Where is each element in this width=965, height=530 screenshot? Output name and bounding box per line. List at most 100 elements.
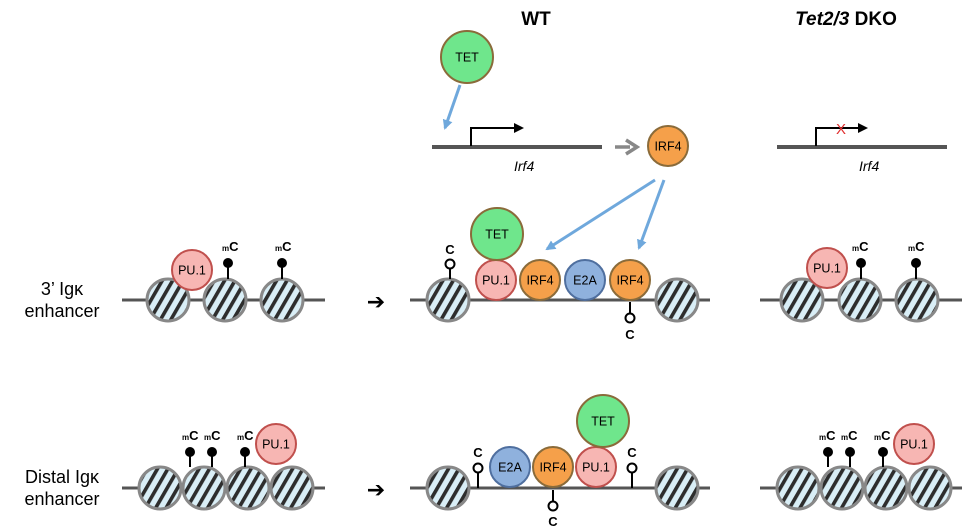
row2-wt-tet-protein: TET	[576, 394, 630, 448]
mc-sup: m	[852, 244, 859, 253]
svg-text:mC: mC	[908, 239, 925, 254]
mc-base: C	[282, 239, 292, 254]
header-dko: Tet2/3 DKO	[795, 9, 897, 30]
wt-irf4-free-protein: IRF4	[647, 125, 689, 167]
mc-base: C	[229, 239, 239, 254]
mc-sup: m	[275, 244, 282, 253]
row2-left-pu1-label: PU.1	[262, 438, 290, 452]
wt-irf4-gene-label: Irf4	[514, 158, 534, 174]
nucleosome	[907, 465, 953, 511]
row1-wt-irf4-protein-1: IRF4	[519, 259, 561, 301]
mc-sup: m	[204, 433, 211, 442]
irf4-to-enhancer-arrow-2	[637, 179, 666, 250]
c-label: C	[625, 327, 635, 342]
svg-text:mC: mC	[182, 428, 199, 443]
row1-left-pu1-label: PU.1	[178, 264, 206, 278]
mc-base: C	[211, 428, 221, 443]
mc-base: C	[881, 428, 891, 443]
row1-dko-pu1-protein: PU.1	[806, 247, 848, 289]
nucleosome	[779, 277, 825, 323]
mc-base: C	[859, 239, 869, 254]
row2-dko-pu1-protein: PU.1	[893, 423, 935, 465]
svg-text:mC: mC	[852, 239, 869, 254]
nucleosome	[425, 465, 471, 511]
row1-transition-arrow: ➔	[367, 290, 385, 315]
wt-tet-gene-protein: TET	[440, 30, 494, 84]
wt-irf4-free-label: IRF4	[654, 140, 681, 154]
row-label-3igk-line2: enhancer	[24, 301, 99, 321]
nucleosome	[137, 465, 183, 511]
methyl-lollipop: mC	[237, 428, 254, 467]
methyl-lollipop: mC	[204, 428, 221, 467]
dko-blocked-x: X	[836, 121, 846, 138]
row-label-distal-line1: Distal Igκ	[25, 467, 100, 487]
mc-sup: m	[908, 244, 915, 253]
row2-left-pu1-protein: PU.1	[255, 423, 297, 465]
mc-sup: m	[874, 433, 881, 442]
mc-sup: m	[182, 433, 189, 442]
nucleosome	[819, 465, 865, 511]
methyl-lollipop: mC	[852, 239, 869, 279]
c-label: C	[627, 445, 637, 460]
nucleosome	[202, 277, 248, 323]
row2-wt-irf4-label: IRF4	[539, 461, 566, 475]
mc-sup: m	[222, 244, 229, 253]
unmethyl-lollipop: C	[472, 445, 484, 488]
unmethyl-lollipop: C	[624, 302, 636, 342]
row1-wt-tet-protein: TET	[470, 207, 524, 261]
row2-transition-arrow: ➔	[367, 478, 385, 503]
c-label: C	[473, 445, 483, 460]
nucleosome	[654, 465, 700, 511]
methyl-lollipop: mC	[222, 239, 239, 279]
mc-base: C	[826, 428, 836, 443]
row1-dko-pu1-label: PU.1	[813, 262, 841, 276]
row1-wt-tet-label: TET	[485, 228, 509, 242]
nucleosome	[863, 465, 909, 511]
svg-text:mC: mC	[819, 428, 836, 443]
dko-irf4-gene-label: Irf4	[859, 158, 879, 174]
nucleosome	[894, 277, 940, 323]
mc-base: C	[848, 428, 858, 443]
nucleosome	[145, 277, 191, 323]
unmethyl-lollipop: C	[626, 445, 638, 488]
methyl-lollipop: mC	[874, 428, 891, 467]
header-dko-genotype: Tet2/3	[795, 9, 850, 30]
row1-wt-irf4-protein-2: IRF4	[609, 259, 651, 301]
row1-dko-enhancer: PU.1 mC mC	[760, 239, 962, 323]
mc-sup: m	[819, 433, 826, 442]
methyl-lollipop: mC	[819, 428, 836, 467]
methyl-lollipop: mC	[908, 239, 925, 279]
unmethyl-lollipop: C	[444, 242, 456, 279]
nucleosome	[654, 277, 700, 323]
row2-wt-irf4-protein: IRF4	[532, 446, 574, 488]
methyl-lollipop: mC	[182, 428, 199, 467]
row2-left-enhancer: mC mC mC PU.1	[122, 423, 325, 511]
row1-wt-pu1-protein: PU.1	[475, 259, 517, 301]
svg-text:mC: mC	[275, 239, 292, 254]
row2-wt-tet-label: TET	[591, 415, 615, 429]
wt-tet-gene-label: TET	[455, 51, 479, 65]
mc-base: C	[915, 239, 925, 254]
row1-wt-enhancer: C C PU.1 TET IRF4 E2A IRF4	[410, 207, 710, 342]
row1-wt-e2a-label: E2A	[573, 274, 597, 288]
mc-sup: m	[841, 433, 848, 442]
row2-dko-enhancer: mC mC mC PU.1	[760, 423, 962, 511]
row-label-3igk-line1: 3’ Igκ	[41, 279, 84, 299]
nucleosome	[259, 277, 305, 323]
nucleosome	[425, 277, 471, 323]
row1-wt-irf4-label-1: IRF4	[526, 274, 553, 288]
row2-wt-enhancer: C C C E2A IRF4 PU.1 TET	[410, 394, 710, 529]
gene-to-irf4-arrow	[615, 138, 641, 156]
mc-base: C	[244, 428, 254, 443]
unmethyl-lollipop: C	[547, 490, 559, 529]
row1-left-enhancer: PU.1 mC mC	[122, 239, 325, 323]
nucleosome	[837, 277, 883, 323]
tet-to-gene-arrow	[442, 84, 462, 130]
row2-wt-pu1-label: PU.1	[582, 461, 610, 475]
methyl-lollipop: mC	[275, 239, 292, 279]
row1-left-pu1-protein: PU.1	[171, 249, 213, 291]
row1-wt-irf4-label-2: IRF4	[616, 274, 643, 288]
svg-text:mC: mC	[222, 239, 239, 254]
mc-base: C	[189, 428, 199, 443]
